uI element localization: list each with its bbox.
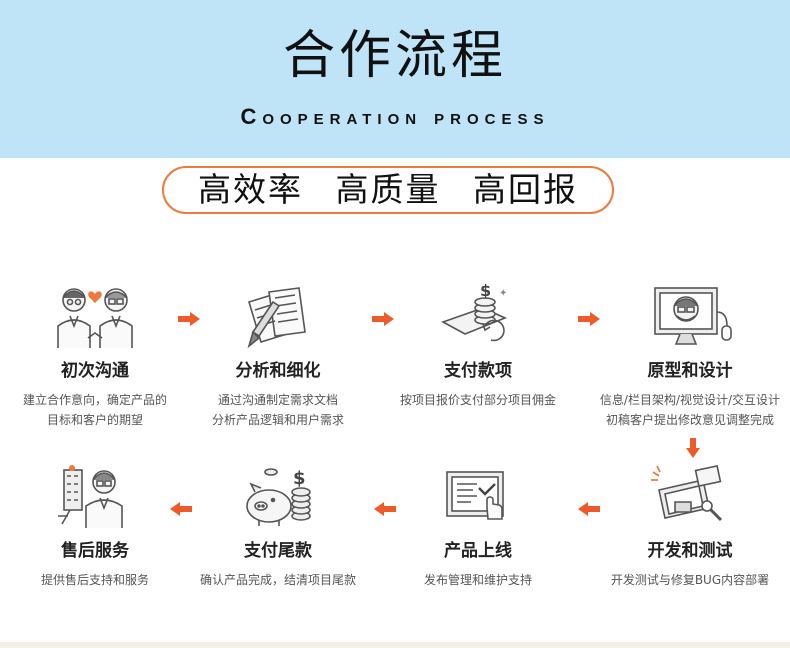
step-payment: $ ✦ 支付款项 按项目报价支付部分项目佣金	[383, 281, 573, 410]
page-subtitle: Cooperation process	[240, 104, 550, 129]
arrow-down-icon	[686, 438, 700, 458]
step-name: 原型和设计	[647, 361, 733, 381]
step-description: 通过沟通制定需求文档分析产品逻辑和用户需求	[211, 393, 344, 427]
bottom-divider	[0, 642, 790, 648]
step-first-communication: 初次沟通 建立合作意向，确定产品的目标和客户的期望	[0, 282, 190, 430]
step-name: 支付款项	[444, 361, 512, 381]
svg-text:$: $	[480, 282, 491, 300]
page-title: 合作流程	[282, 26, 507, 86]
arrow-right-icon	[578, 312, 600, 326]
step-name: 产品上线	[444, 541, 512, 561]
arrow-right-icon	[178, 312, 200, 326]
step-description: 开发测试与修复BUG内容部署	[610, 573, 770, 587]
svg-text:$: $	[293, 468, 306, 489]
step-name: 分析和细化	[235, 361, 321, 381]
piggy-bank-icon: $	[235, 462, 321, 532]
arrow-left-icon	[170, 502, 192, 516]
monitor-design-icon	[647, 282, 733, 352]
coins-payment-icon: $ ✦	[435, 281, 521, 352]
step-description: 按项目报价支付部分项目佣金	[399, 393, 556, 407]
after-sales-icon	[52, 462, 138, 532]
slogan-efficiency: 高效率	[198, 170, 303, 209]
step-analysis: 分析和细化 通过沟通制定需求文档分析产品逻辑和用户需求	[183, 282, 373, 430]
slogan-badge: 高效率 高质量 高回报	[162, 166, 614, 214]
step-description: 提供售后支持和服务	[40, 573, 149, 587]
arrow-right-icon	[372, 312, 394, 326]
launch-screen-icon	[435, 462, 521, 532]
step-development-testing: 开发和测试 开发测试与修复BUG内容部署	[595, 462, 785, 590]
documents-pen-icon	[235, 282, 321, 352]
svg-text:✦: ✦	[499, 288, 507, 299]
step-description: 发布管理和维护支持	[423, 573, 532, 587]
slogan-return: 高回报	[473, 170, 578, 209]
header-banner: 合作流程 Cooperation process	[0, 0, 790, 158]
handshake-people-icon	[52, 282, 138, 352]
step-after-sales: 售后服务 提供售后支持和服务	[0, 462, 190, 590]
step-prototype-design: 原型和设计 信息/栏目架构/视觉设计/交互设计初稿客户提出修改意见调整完成	[595, 282, 785, 430]
step-description: 建立合作意向，确定产品的目标和客户的期望	[22, 393, 167, 427]
development-test-icon	[647, 462, 733, 532]
step-description: 确认产品完成，结清项目尾款	[199, 573, 356, 587]
step-name: 支付尾款	[244, 541, 312, 561]
step-final-payment: $ 支付尾款 确认产品完成，结清项目尾款	[183, 462, 373, 590]
slogan-quality: 高质量	[335, 170, 441, 209]
arrow-left-icon	[374, 502, 396, 516]
arrow-left-icon	[578, 502, 600, 516]
step-description: 信息/栏目架构/视觉设计/交互设计初稿客户提出修改意见调整完成	[599, 393, 781, 427]
step-name: 初次沟通	[61, 361, 129, 381]
step-product-launch: 产品上线 发布管理和维护支持	[383, 462, 573, 590]
step-name: 售后服务	[61, 541, 129, 561]
step-name: 开发和测试	[647, 541, 733, 561]
